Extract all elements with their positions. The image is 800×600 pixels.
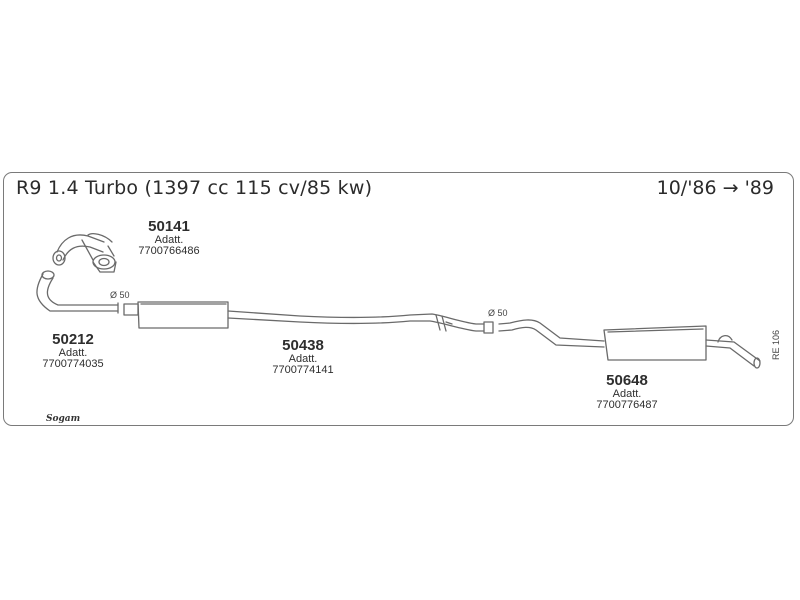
adatt-label: Adatt. <box>58 346 88 359</box>
part-label-50141: 50141 Adatt. 7700766486 <box>130 219 208 258</box>
diagram-code: RE 106 <box>771 329 781 360</box>
part-number: 50648 <box>606 372 648 389</box>
oem-number: 7700766486 <box>138 245 200 258</box>
vehicle-title: R9 1.4 Turbo (1397 cc 115 cv/85 kw) <box>16 177 373 199</box>
diameter-label-rear: Ø 50 <box>488 308 508 318</box>
adatt-label: Adatt. <box>154 233 184 246</box>
part-50141-drawing <box>52 233 117 273</box>
part-50648-drawing <box>498 319 761 369</box>
part-label-50212: 50212 Adatt. 7700774035 <box>34 332 112 371</box>
diagram-panel <box>3 172 794 426</box>
part-50438-drawing <box>123 301 494 334</box>
brand-logo: Sogam <box>46 414 81 424</box>
adatt-label: Adatt. <box>612 387 642 400</box>
adatt-label: Adatt. <box>288 352 318 365</box>
part-number: 50141 <box>148 218 190 235</box>
production-date-range: 10/'86 → '89 <box>656 177 774 199</box>
oem-number: 7700776487 <box>596 399 658 412</box>
part-number: 50212 <box>52 331 94 348</box>
part-label-50648: 50648 Adatt. 7700776487 <box>586 373 668 412</box>
oem-number: 7700774035 <box>42 358 104 371</box>
part-50212-drawing <box>36 270 119 314</box>
diameter-label-front: Ø 50 <box>110 290 130 300</box>
part-label-50438: 50438 Adatt. 7700774141 <box>262 338 344 377</box>
oem-number: 7700774141 <box>272 364 334 377</box>
part-number: 50438 <box>282 337 324 354</box>
